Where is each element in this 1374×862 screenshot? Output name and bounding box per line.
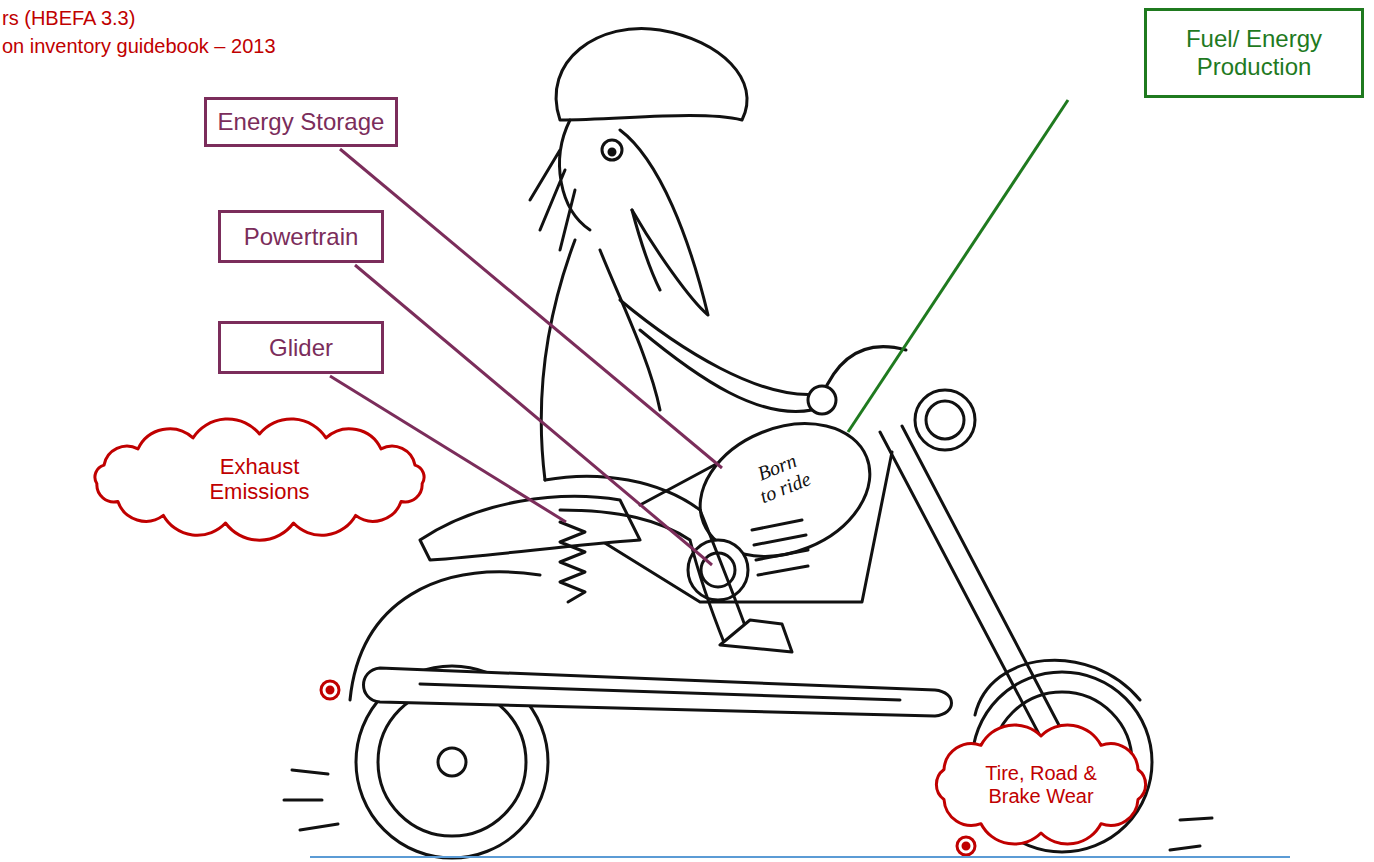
- category-box: Fuel/ Energy Production: [1144, 8, 1364, 98]
- leader-line: [340, 149, 722, 468]
- seat: [420, 496, 640, 560]
- text-group: Exhaust Emissions: [195, 454, 325, 505]
- handlebar: [822, 347, 906, 396]
- motion-lines: [284, 770, 338, 830]
- box-label: Powertrain: [244, 223, 359, 251]
- component-box: Powertrain: [218, 210, 384, 263]
- cloud-label: Exhaust Emissions: [195, 454, 325, 505]
- cloud-shape: [95, 419, 424, 540]
- mouth: [632, 210, 660, 290]
- boot: [720, 620, 792, 652]
- hand: [808, 386, 836, 414]
- text-group: Energy Storage: [218, 108, 385, 136]
- headlight: [915, 390, 975, 450]
- exhaust-pipe: [420, 684, 900, 700]
- box-label: Energy Storage: [218, 108, 385, 136]
- leader-line: [848, 100, 1068, 432]
- rear-wheel: [378, 688, 526, 836]
- cloud-label: Tire, Road & Brake Wear: [985, 762, 1097, 808]
- motorcycle: [284, 347, 1212, 858]
- headlight: [915, 390, 975, 450]
- cloud-tail: [321, 681, 975, 855]
- component-box: Glider: [218, 321, 384, 374]
- box-label: Glider: [269, 334, 333, 362]
- component-box: Energy Storage: [204, 97, 398, 147]
- beard: [530, 120, 590, 250]
- motion-lines: [1170, 818, 1212, 850]
- pupil: [609, 149, 615, 155]
- engine: [752, 520, 808, 575]
- nose: [620, 130, 708, 315]
- box-label: Fuel/ Energy Production: [1157, 25, 1351, 80]
- shock-spring: [560, 522, 585, 602]
- eye: [602, 140, 622, 160]
- tank-lettering: Born to ride: [746, 446, 816, 509]
- rear-wheel: [438, 748, 466, 776]
- leader-lines: [330, 100, 1068, 565]
- front-fender: [975, 660, 1140, 715]
- helmet: [556, 28, 747, 120]
- leader-line: [355, 265, 712, 565]
- rider: [530, 28, 836, 652]
- source-note: rs (HBEFA 3.3): [2, 6, 135, 30]
- leg: [545, 476, 750, 645]
- cloud-tail: [321, 681, 339, 699]
- text-group: Glider: [269, 334, 333, 362]
- arm: [620, 300, 818, 412]
- emission-cloud: Exhaust Emissions: [82, 420, 437, 538]
- cloud-tail: [327, 687, 333, 693]
- source-note: on inventory guidebook – 2013: [2, 34, 276, 58]
- text-group: Powertrain: [244, 223, 359, 251]
- torso: [541, 240, 660, 480]
- text-group: Fuel/ Energy Production: [1157, 25, 1351, 80]
- cloud-tail: [957, 837, 975, 855]
- cloud-shape: [936, 725, 1145, 844]
- emission-cloud: Tire, Road & Brake Wear: [925, 722, 1157, 847]
- headlight: [926, 401, 964, 439]
- cloud-tail: [963, 843, 969, 849]
- text-group: Tire, Road & Brake Wear: [985, 762, 1097, 808]
- baseline-rule: [310, 856, 1290, 858]
- exhaust-pipe: [364, 668, 952, 716]
